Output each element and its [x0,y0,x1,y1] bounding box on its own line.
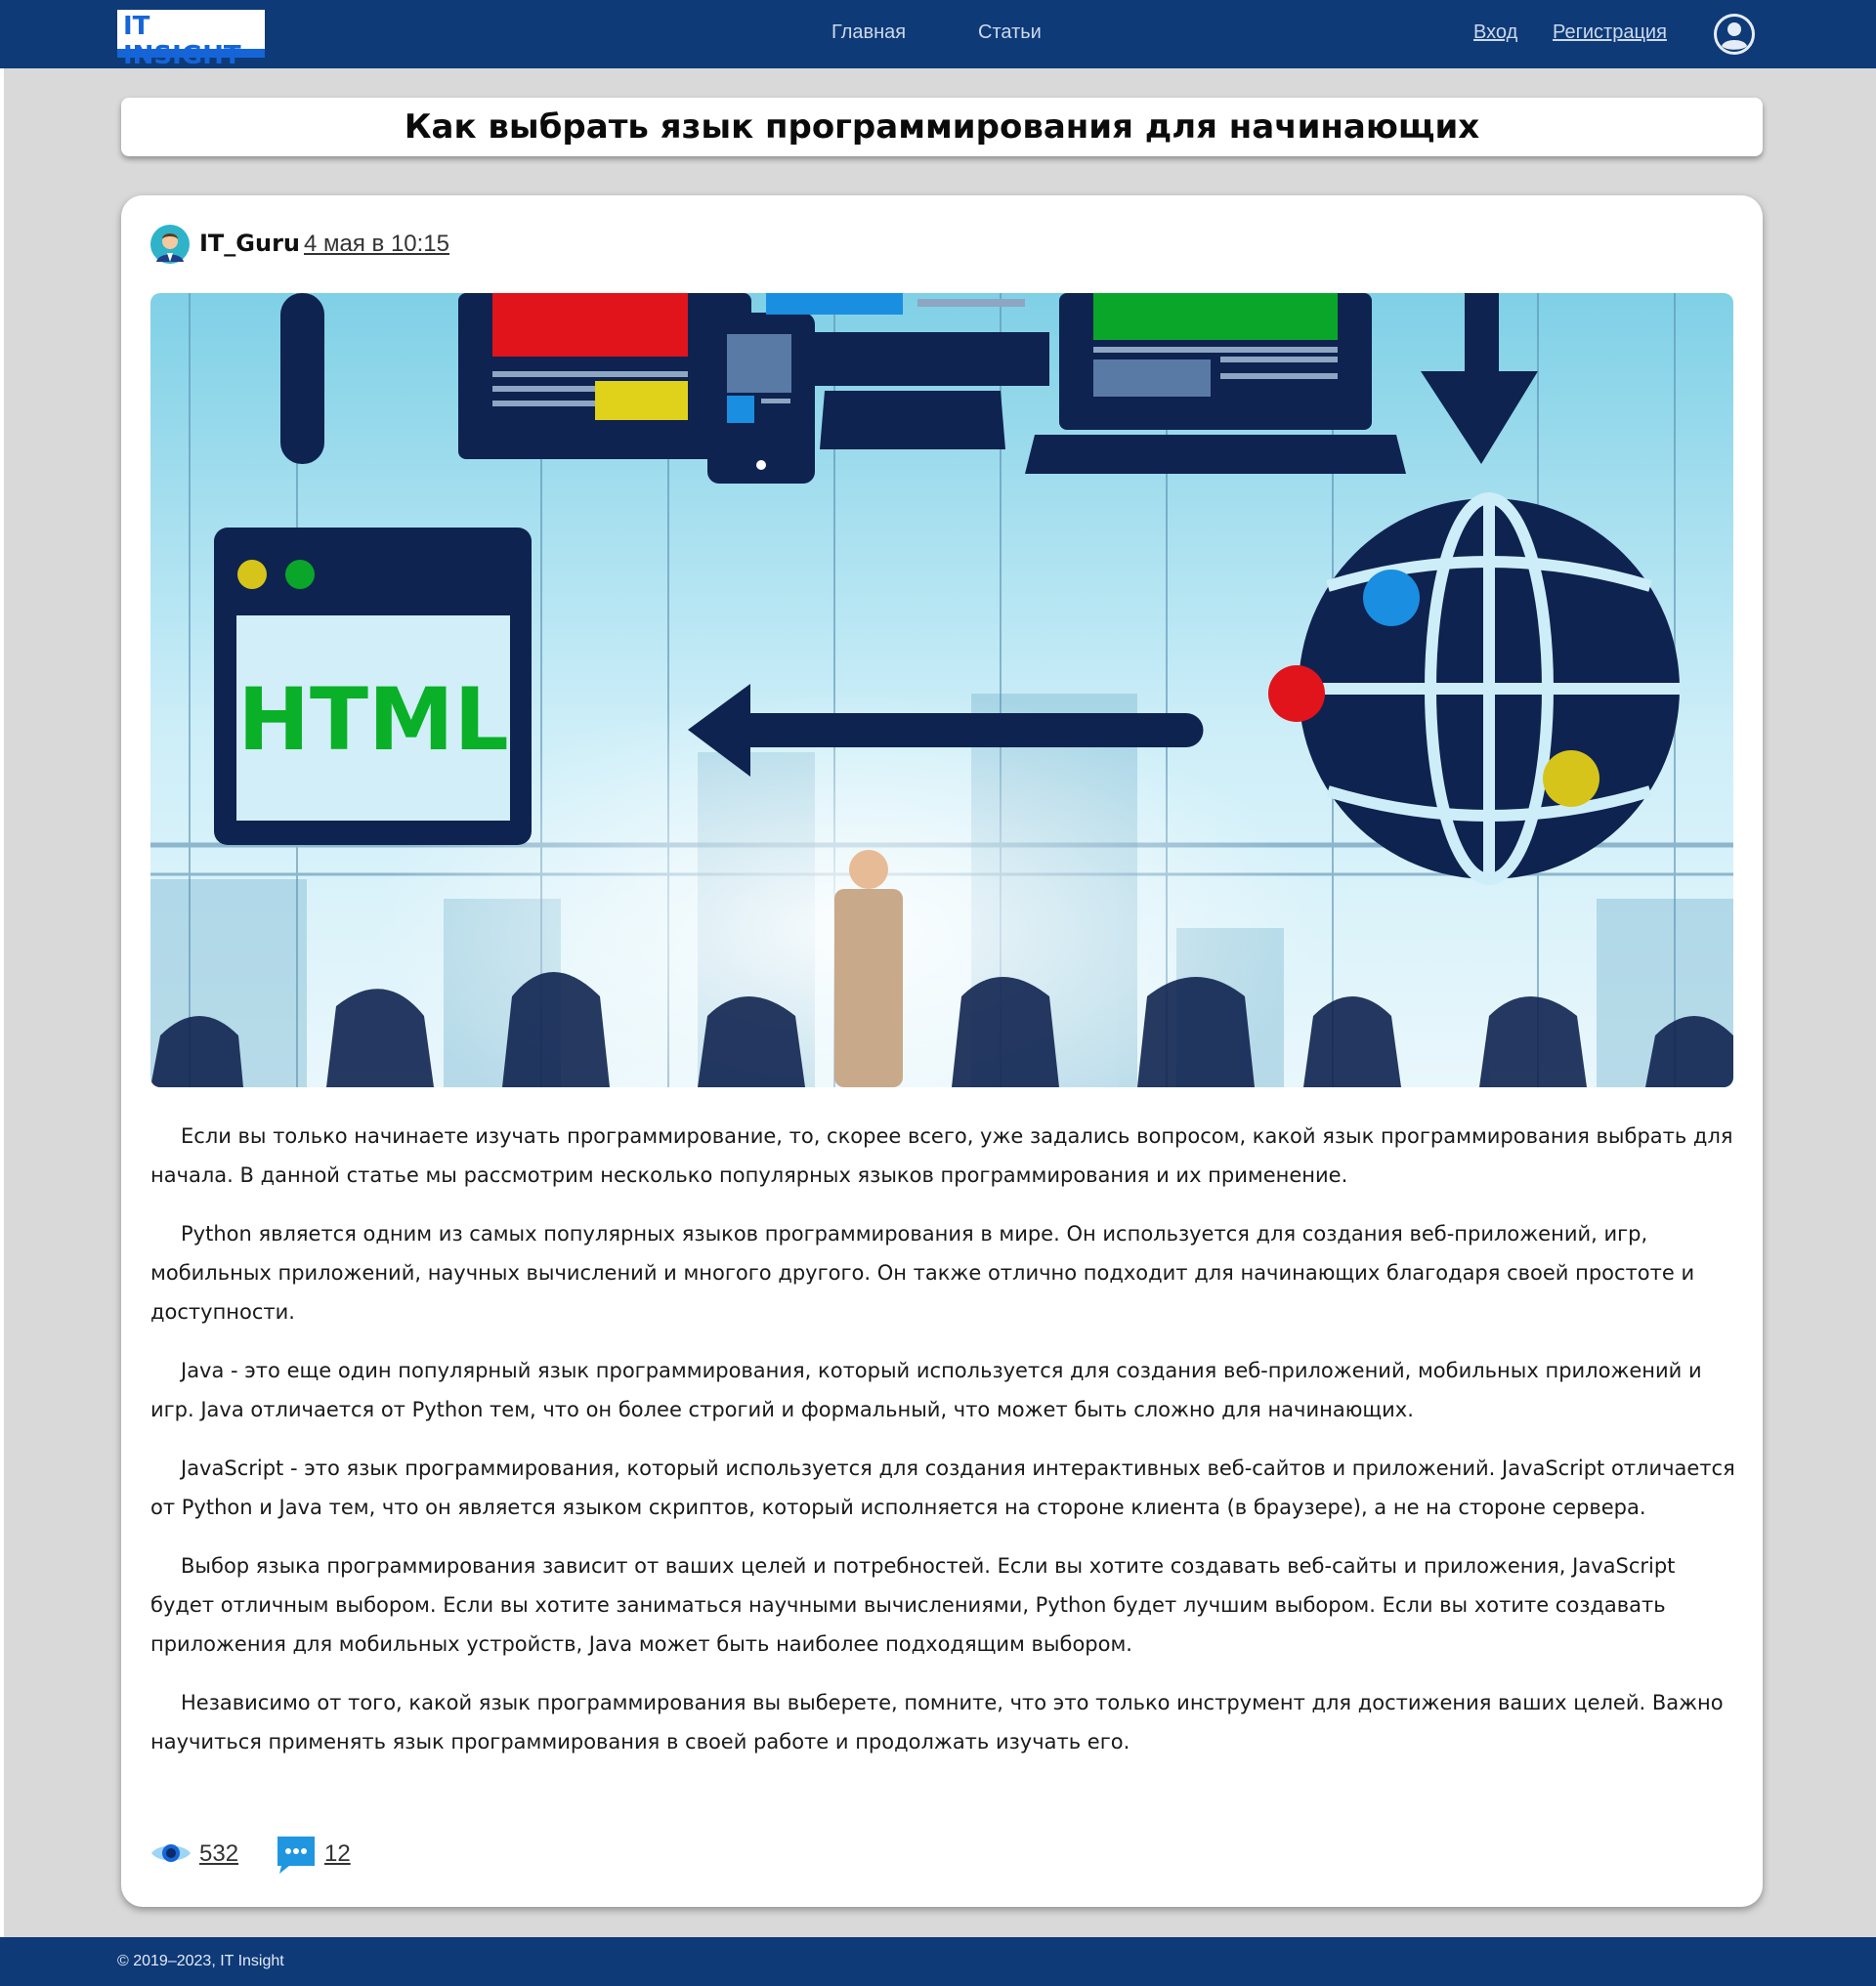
site-logo[interactable]: IT INSIGHT [117,10,265,70]
author-avatar[interactable] [150,225,190,264]
register-link[interactable]: Регистрация [1553,21,1667,43]
page-edge [0,68,4,1937]
copyright-text: © 2019–2023, IT Insight [117,1953,284,1969]
article-paragraph: Java - это еще один популярный язык прог… [150,1359,1702,1421]
article-paragraph: Выбор языка программирования зависит от … [150,1554,1676,1656]
page-title: Как выбрать язык программирования для на… [404,107,1480,147]
site-footer: © 2019–2023, IT Insight [0,1937,1876,1986]
comment-icon[interactable] [276,1834,317,1875]
hero-html-text: HTML [237,669,508,770]
article-paragraph: Python является одним из самых популярны… [150,1222,1695,1324]
views-count[interactable]: 532 [199,1840,239,1867]
user-circle-icon[interactable] [1713,13,1756,56]
eye-icon [151,1844,191,1862]
comments-count[interactable]: 12 [324,1840,351,1867]
login-link[interactable]: Вход [1473,21,1518,43]
article-stats: 532 12 [150,1832,444,1875]
hero-image: HTML [150,293,1733,1087]
article-title-card: Как выбрать язык программирования для на… [121,98,1763,156]
post-date[interactable]: 4 мая в 10:15 [304,231,450,257]
article-paragraph: JavaScript - это язык программирования, … [150,1457,1735,1519]
article-card: IT_Guru 4 мая в 10:15 [121,195,1763,1907]
article-body: Если вы только начинаете изучать програм… [150,1117,1743,1781]
site-header: IT INSIGHT Главная Статьи Вход Регистрац… [0,0,1876,70]
nav-home-link[interactable]: Главная [831,21,907,43]
article-paragraph: Если вы только начинаете изучать програм… [150,1124,1733,1187]
article-paragraph: Независимо от того, какой язык программи… [150,1691,1724,1754]
nav-articles-link[interactable]: Статьи [978,21,1042,43]
author-name[interactable]: IT_Guru [199,230,301,257]
